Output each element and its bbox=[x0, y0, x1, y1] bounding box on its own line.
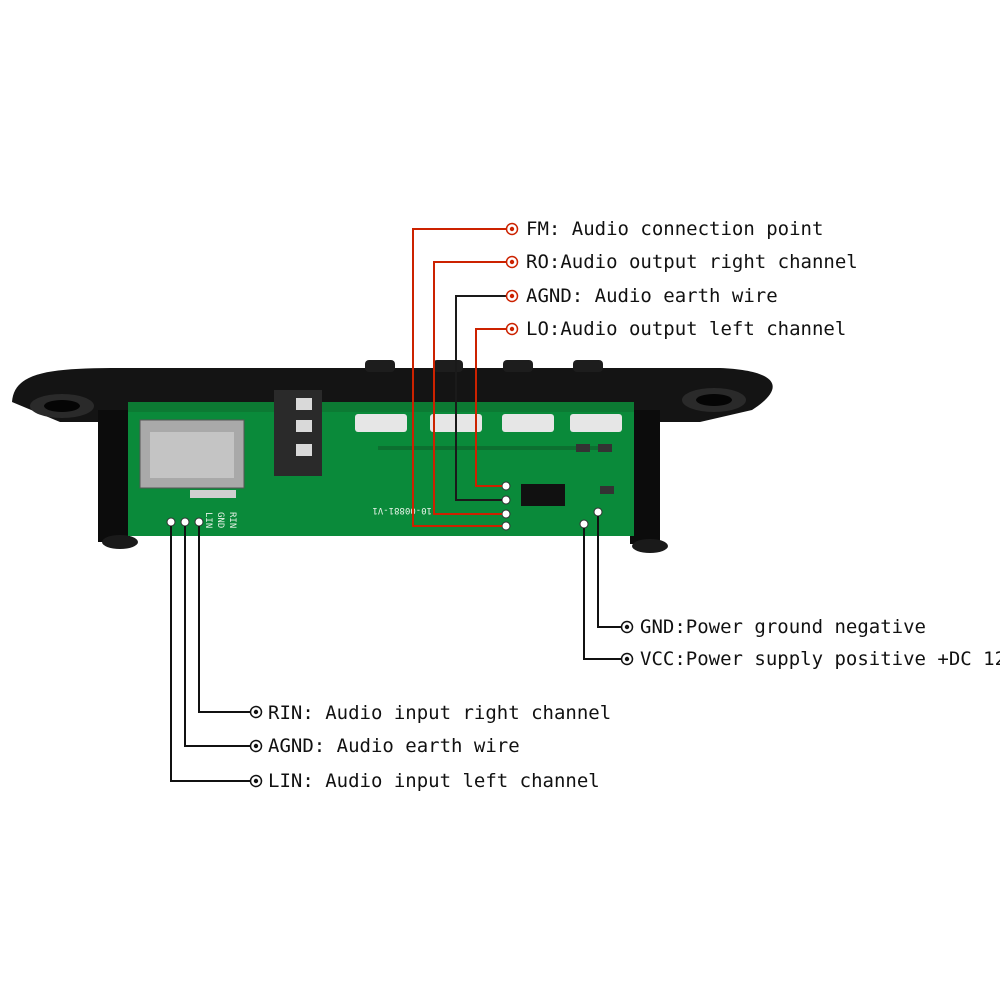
leader-ro bbox=[433, 261, 512, 515]
power-leaders bbox=[583, 516, 621, 660]
power-markers bbox=[620, 620, 634, 666]
left-bracket bbox=[98, 410, 130, 542]
left-foot bbox=[102, 535, 138, 549]
pad-vcc bbox=[579, 519, 589, 529]
leader-agnd-out bbox=[455, 295, 512, 501]
pad-ro bbox=[501, 509, 511, 519]
leader-vcc bbox=[583, 528, 621, 660]
pad-agnd-out bbox=[501, 495, 511, 505]
label-fm: FM: Audio connection point bbox=[526, 218, 823, 240]
right-foot bbox=[632, 539, 668, 553]
leader-agnd-in bbox=[184, 526, 250, 747]
tact-switch-4 bbox=[570, 414, 622, 432]
input-leaders bbox=[170, 526, 250, 782]
pcb-board: 10-00881-V1 LIN GND RIN bbox=[128, 390, 634, 536]
leader-lo bbox=[475, 328, 512, 487]
pad-gnd bbox=[593, 507, 603, 517]
label-lin: LIN: Audio input left channel bbox=[268, 770, 600, 792]
leader-fm bbox=[412, 228, 512, 527]
label-gnd: GND:Power ground negative bbox=[640, 616, 926, 638]
tact-switch-1 bbox=[355, 414, 407, 432]
label-rin: RIN: Audio input right channel bbox=[268, 702, 611, 724]
sd-contacts bbox=[190, 490, 236, 498]
ic-chip bbox=[521, 484, 565, 506]
tact-switch-3 bbox=[502, 414, 554, 432]
pin-label-gnd: GND bbox=[215, 512, 225, 528]
pad-fm bbox=[501, 521, 511, 531]
panel-button-1 bbox=[365, 360, 395, 372]
pin-label-rin: RIN bbox=[227, 512, 237, 528]
label-agnd-in: AGND: Audio earth wire bbox=[268, 735, 520, 757]
pad-lin bbox=[166, 517, 176, 527]
label-agnd-out: AGND: Audio earth wire bbox=[526, 285, 778, 307]
label-lo: LO:Audio output left channel bbox=[526, 318, 846, 340]
pad-lo bbox=[501, 481, 511, 491]
output-markers bbox=[505, 222, 519, 336]
panel-button-4 bbox=[573, 360, 603, 372]
leader-gnd bbox=[597, 516, 621, 628]
pad-agnd-in bbox=[180, 517, 190, 527]
leader-rin bbox=[198, 526, 250, 713]
leader-lin bbox=[170, 526, 250, 782]
panel-button-2 bbox=[433, 360, 463, 372]
pad-rin bbox=[194, 517, 204, 527]
pin-label-lin: LIN bbox=[203, 512, 213, 528]
panel-button-3 bbox=[503, 360, 533, 372]
right-bracket bbox=[630, 410, 660, 544]
output-leaders bbox=[412, 228, 512, 527]
label-ro: RO:Audio output right channel bbox=[526, 251, 858, 273]
board-id-text: 10-00881-V1 bbox=[372, 505, 432, 515]
input-markers bbox=[249, 705, 263, 788]
label-vcc: VCC:Power supply positive +DC 12V bbox=[640, 648, 1000, 670]
